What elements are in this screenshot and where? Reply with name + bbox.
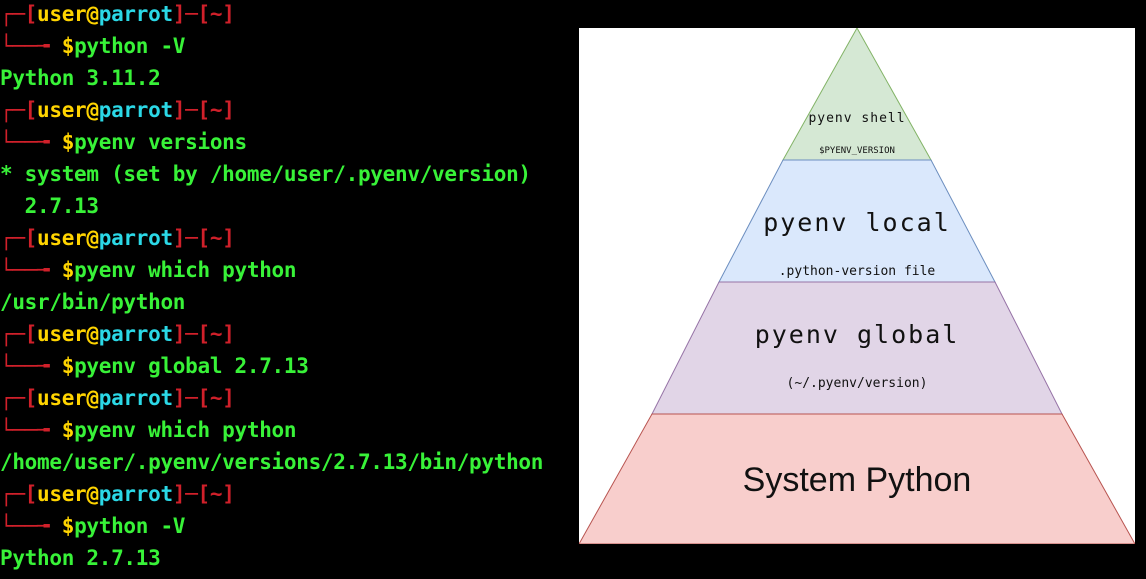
global-level-title: pyenv global [754, 320, 960, 349]
pyramid-graphic [579, 28, 1135, 544]
prompt-line: ┌─[user@parrot]─[~] [0, 482, 235, 506]
prompt-symbol: $ [61, 34, 75, 58]
command-line: └──╼ $python -V [0, 34, 186, 58]
command-text: pyenv which python [74, 418, 297, 442]
output-line: /home/user/.pyenv/versions/2.7.13/bin/py… [0, 450, 544, 474]
pyramid-level-system [579, 413, 1135, 544]
command-line: └──╼ $pyenv which python [0, 418, 297, 442]
command-text: pyenv which python [74, 258, 297, 282]
command-text: pyenv versions [74, 130, 247, 154]
local-level-subtitle: .python-version file [778, 264, 936, 279]
output-line: * system (set by /home/user/.pyenv/versi… [0, 162, 531, 186]
prompt-dir: ~ [209, 2, 223, 26]
prompt-line: ┌─[user@parrot]─[~] [0, 322, 235, 346]
prompt-symbol: $ [61, 418, 75, 442]
command-text: python -V [74, 514, 186, 538]
prompt-at: @ [86, 226, 99, 250]
output-line: Python 2.7.13 [0, 546, 161, 570]
prompt-dir: ~ [209, 482, 223, 506]
prompt-host: parrot [98, 322, 173, 346]
command-text: pyenv global 2.7.13 [74, 354, 309, 378]
command-text: python -V [74, 34, 186, 58]
prompt-host: parrot [98, 98, 173, 122]
prompt-line: ┌─[user@parrot]─[~] [0, 2, 235, 26]
command-line: └──╼ $pyenv which python [0, 258, 297, 282]
prompt-host: parrot [98, 226, 173, 250]
command-line: └──╼ $pyenv versions [0, 130, 247, 154]
prompt-line: ┌─[user@parrot]─[~] [0, 98, 235, 122]
prompt-at: @ [86, 322, 99, 346]
prompt-user: user [37, 482, 87, 506]
prompt-at: @ [86, 2, 99, 26]
prompt-symbol: $ [61, 130, 75, 154]
prompt-line: ┌─[user@parrot]─[~] [0, 386, 235, 410]
prompt-symbol: $ [61, 354, 75, 378]
local-level-title: pyenv local [763, 208, 951, 237]
pyenv-pyramid-diagram: pyenv shell $PYENV_VERSION pyenv local .… [579, 28, 1135, 544]
command-line: └──╼ $pyenv global 2.7.13 [0, 354, 309, 378]
prompt-symbol: $ [61, 514, 75, 538]
shell-level-title: pyenv shell [808, 111, 906, 126]
prompt-host: parrot [98, 386, 173, 410]
prompt-host: parrot [98, 2, 173, 26]
prompt-user: user [37, 2, 87, 26]
output-line: /usr/bin/python [0, 290, 186, 314]
pyramid-level-shell [782, 28, 932, 161]
prompt-dir: ~ [209, 386, 223, 410]
prompt-user: user [37, 98, 87, 122]
prompt-at: @ [86, 386, 99, 410]
output-line: 2.7.13 [0, 194, 99, 218]
prompt-symbol: $ [61, 258, 75, 282]
prompt-at: @ [86, 98, 99, 122]
prompt-host: parrot [98, 482, 173, 506]
prompt-dir: ~ [209, 322, 223, 346]
prompt-dir: ~ [209, 98, 223, 122]
prompt-line: ┌─[user@parrot]─[~] [0, 226, 235, 250]
output-line: Python 3.11.2 [0, 66, 161, 90]
prompt-user: user [37, 386, 87, 410]
prompt-at: @ [86, 482, 99, 506]
prompt-user: user [37, 322, 87, 346]
terminal-panel: ┌─[user@parrot]─[~] └──╼ $python -V Pyth… [0, 2, 544, 570]
command-line: └──╼ $python -V [0, 514, 186, 538]
system-level-title: System Python [742, 461, 972, 499]
prompt-user: user [37, 226, 87, 250]
shell-level-subtitle: $PYENV_VERSION [819, 146, 895, 156]
global-level-subtitle: (~/.pyenv/version) [786, 376, 928, 391]
prompt-dir: ~ [209, 226, 223, 250]
